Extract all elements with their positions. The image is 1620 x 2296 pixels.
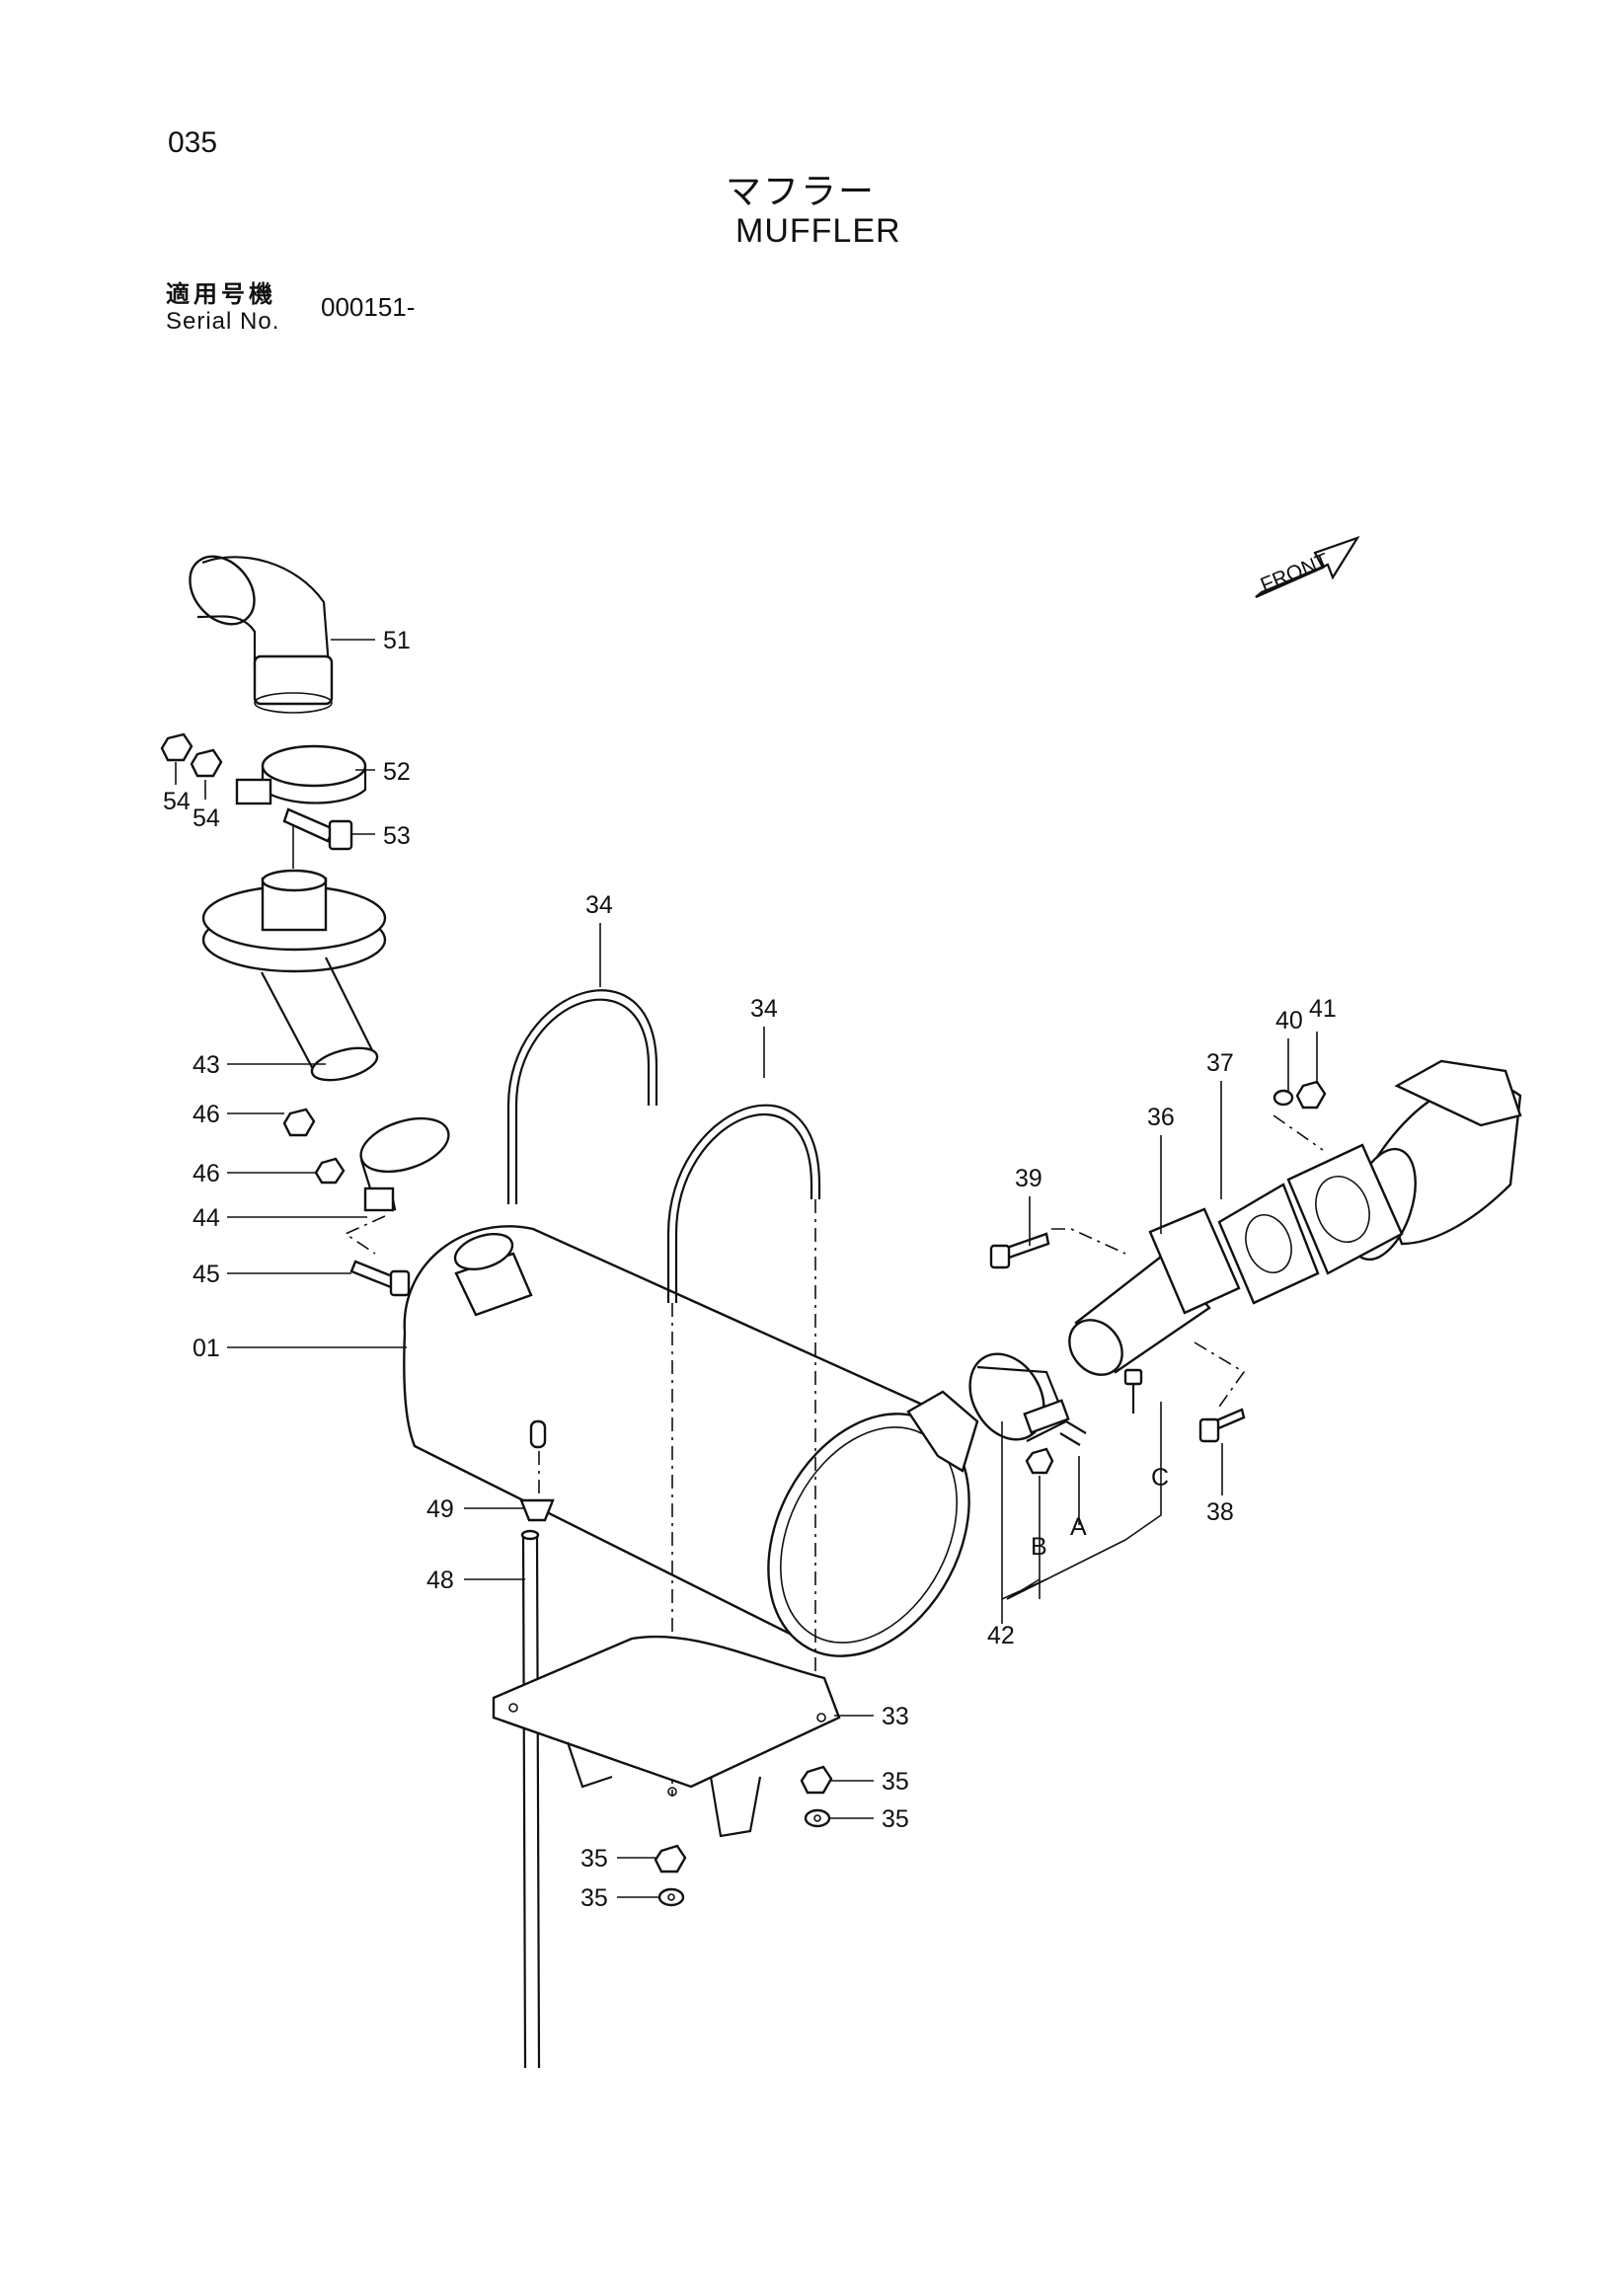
callout-46b: 46 bbox=[193, 1160, 220, 1187]
nut-35c bbox=[654, 1844, 687, 1874]
nut-54a bbox=[160, 732, 193, 762]
serial-label: Serial No. bbox=[166, 308, 280, 335]
callout-53: 53 bbox=[383, 822, 411, 850]
drain-plug bbox=[519, 1419, 555, 1522]
upper-clamp bbox=[235, 744, 367, 805]
clamp-bolt bbox=[282, 807, 353, 851]
callout-35a: 35 bbox=[882, 1768, 909, 1796]
u-bolt-34a bbox=[506, 989, 658, 1204]
callout-38: 38 bbox=[1206, 1498, 1234, 1526]
callout-35d: 35 bbox=[580, 1884, 608, 1912]
clamp-assembly-bracket bbox=[1001, 1402, 1162, 1600]
callout-01: 01 bbox=[193, 1335, 220, 1362]
page-title: MUFFLER bbox=[735, 212, 901, 250]
callout-c: C bbox=[1151, 1464, 1169, 1492]
pipe-clamp-42 bbox=[968, 1352, 1087, 1446]
callout-45: 45 bbox=[193, 1261, 220, 1288]
callout-52: 52 bbox=[383, 758, 411, 786]
nut-46b bbox=[314, 1157, 346, 1185]
clamp-bolt-45 bbox=[349, 1260, 411, 1297]
nut-35b bbox=[804, 1808, 831, 1828]
callout-43: 43 bbox=[193, 1051, 220, 1079]
callout-labels: 51 52 53 54 54 43 46 46 44 45 01 34 34 4… bbox=[163, 627, 1337, 1912]
tail-pipe-elbow bbox=[189, 555, 334, 714]
nut-54b bbox=[190, 748, 223, 778]
flange-plate bbox=[1286, 1143, 1404, 1275]
u-bolt-34b bbox=[666, 1104, 821, 1303]
callout-54b: 54 bbox=[193, 804, 220, 832]
callout-41: 41 bbox=[1309, 995, 1337, 1023]
callout-37: 37 bbox=[1206, 1049, 1234, 1077]
callout-51: 51 bbox=[383, 627, 411, 654]
serial-number-value: 000151- bbox=[321, 292, 416, 322]
callout-42: 42 bbox=[987, 1622, 1015, 1649]
mounting-bracket bbox=[492, 1635, 841, 1838]
callout-48: 48 bbox=[426, 1567, 454, 1594]
callout-44: 44 bbox=[193, 1204, 220, 1232]
callout-54a: 54 bbox=[163, 788, 191, 815]
flange-gasket-37 bbox=[1217, 1183, 1320, 1305]
washer-40 bbox=[1273, 1089, 1294, 1107]
callout-34b: 34 bbox=[750, 995, 778, 1023]
callout-49: 49 bbox=[426, 1495, 454, 1523]
exhaust-pipe bbox=[201, 869, 387, 1082]
callout-33: 33 bbox=[882, 1703, 909, 1730]
page-number: 035 bbox=[168, 126, 218, 159]
nut-46a bbox=[282, 1108, 316, 1137]
page-title-japanese: マフラー bbox=[726, 171, 877, 211]
front-label: FRONT bbox=[1258, 549, 1333, 596]
callout-36: 36 bbox=[1147, 1104, 1175, 1131]
callout-34a: 34 bbox=[585, 891, 613, 919]
serial-label-japanese: 適用号機 bbox=[166, 281, 276, 308]
nut-41 bbox=[1295, 1080, 1327, 1110]
callout-39: 39 bbox=[1015, 1165, 1042, 1192]
bolt-38 bbox=[1198, 1408, 1246, 1443]
lower-clamp bbox=[359, 1116, 450, 1212]
nut-35d bbox=[657, 1887, 685, 1907]
callout-35c: 35 bbox=[580, 1845, 608, 1873]
clamp-bolt-c bbox=[1123, 1368, 1143, 1414]
nut-35a bbox=[800, 1765, 833, 1795]
leader-lines bbox=[175, 639, 1318, 1898]
callout-35b: 35 bbox=[882, 1805, 909, 1833]
clamp-nut-b bbox=[1025, 1447, 1054, 1475]
bolt-39 bbox=[989, 1232, 1050, 1269]
callout-b: B bbox=[1031, 1533, 1047, 1561]
callout-46a: 46 bbox=[193, 1101, 220, 1128]
front-direction-arrow: FRONT bbox=[1255, 535, 1360, 599]
drain-tube bbox=[520, 1529, 541, 2069]
joint-pipe-36 bbox=[1068, 1207, 1241, 1376]
muffler-body bbox=[403, 1225, 979, 1657]
callout-a: A bbox=[1070, 1513, 1087, 1541]
callout-40: 40 bbox=[1275, 1007, 1303, 1034]
